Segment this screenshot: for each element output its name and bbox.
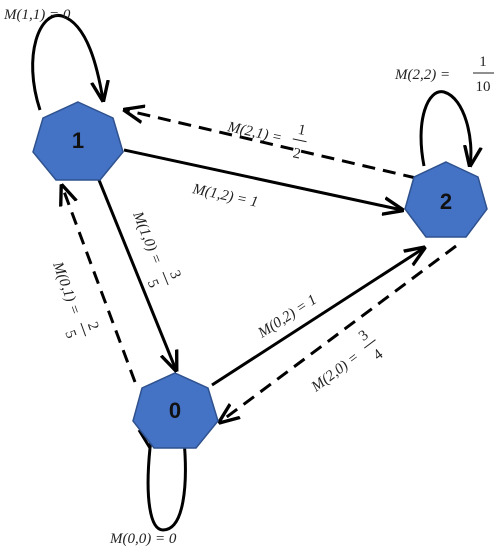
svg-text:M(0,0) = 0: M(0,0) = 0 bbox=[109, 531, 177, 547]
label-m22: M(2,2) = 1 10 bbox=[394, 54, 494, 95]
label-m00-value: 0 bbox=[169, 531, 177, 547]
label-m22-lhs: M(2,2) = bbox=[394, 67, 450, 83]
label-m02-lhs: M(0,2) = bbox=[255, 296, 314, 342]
label-m11-lhs: M(1,1) = bbox=[3, 7, 63, 23]
label-m11-value: 0 bbox=[63, 7, 71, 23]
edge-m10 bbox=[97, 179, 176, 370]
label-m01: M(0,1) = 2 5 bbox=[49, 259, 102, 341]
label-m22-den: 10 bbox=[476, 79, 491, 95]
label-m20-lhs: M(2,0) = bbox=[308, 349, 362, 396]
label-m01-den: 5 bbox=[61, 328, 79, 341]
svg-text:M(1,2) = 1: M(1,2) = 1 bbox=[190, 181, 259, 211]
label-m01-num: 2 bbox=[84, 320, 102, 333]
node-1-label: 1 bbox=[72, 128, 84, 153]
node-2-label: 2 bbox=[440, 189, 452, 214]
label-m02: M(0,2) = 1 bbox=[255, 292, 320, 342]
node-0 bbox=[132, 372, 219, 449]
label-m12-value: 1 bbox=[249, 193, 260, 210]
label-m01-lhs: M(0,1) = bbox=[49, 259, 83, 317]
edge-m22 bbox=[419, 90, 471, 166]
edge-m21 bbox=[125, 110, 417, 180]
edge-m01 bbox=[62, 186, 137, 383]
label-m12-lhs: M(1,2) = bbox=[190, 181, 252, 209]
label-m00: M(0,0) = 0 bbox=[109, 531, 177, 547]
label-m21-lhs: M(2,1) = bbox=[225, 119, 283, 146]
label-m00-lhs: M(0,0) = bbox=[109, 531, 169, 547]
edge-m00 bbox=[146, 439, 187, 532]
edge-m02 bbox=[211, 248, 424, 387]
label-m20-num: 3 bbox=[356, 327, 372, 344]
label-m12: M(1,2) = 1 bbox=[190, 181, 259, 211]
edge-m20 bbox=[220, 244, 457, 422]
edge-m12 bbox=[123, 148, 402, 210]
label-m20: M(2,0) = 3 4 bbox=[308, 327, 387, 396]
node-1 bbox=[32, 101, 124, 181]
svg-text:M(0,2) = 1: M(0,2) = 1 bbox=[255, 292, 320, 342]
label-m10-lhs: M(1,0) = bbox=[129, 209, 165, 267]
label-m21: M(2,1) = 1 2 bbox=[225, 119, 307, 163]
label-m10-den: 5 bbox=[144, 277, 162, 290]
node-2 bbox=[404, 161, 488, 238]
edge-m11 bbox=[31, 14, 103, 111]
label-m21-den: 2 bbox=[291, 145, 302, 162]
label-m22-num: 1 bbox=[479, 54, 487, 70]
label-m21-num: 1 bbox=[296, 122, 307, 139]
label-m20-den: 4 bbox=[371, 346, 387, 364]
svg-text:M(1,1) = 0: M(1,1) = 0 bbox=[3, 7, 71, 23]
label-m10-num: 3 bbox=[166, 268, 184, 281]
node-0-label: 0 bbox=[169, 398, 181, 423]
label-m11: M(1,1) = 0 bbox=[3, 7, 71, 23]
